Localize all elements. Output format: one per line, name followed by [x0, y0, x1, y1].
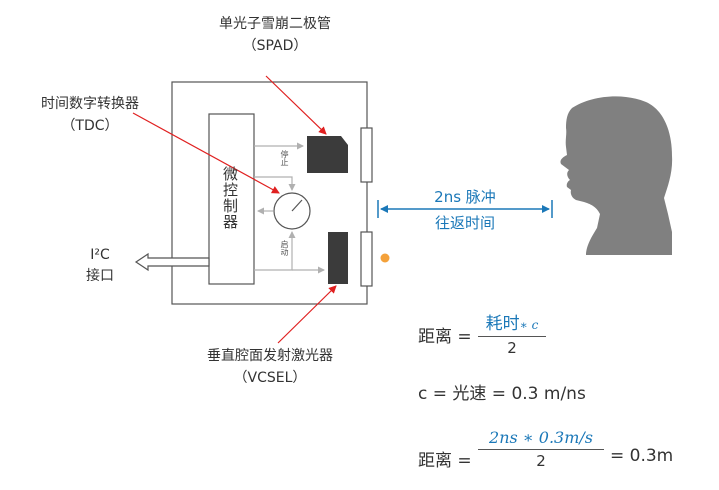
formula3-numerator: 2ns ∗ 0.3m/s — [489, 428, 593, 447]
formula3-lhs: 距离 = — [418, 451, 472, 471]
vcsel-label: 垂直腔面发射激光器 — [207, 348, 333, 364]
spad-component — [307, 136, 348, 173]
formula3-bar — [478, 449, 604, 450]
pulse-label: 2ns 脉冲 — [434, 188, 496, 206]
formula3-rhs: = 0.3m — [610, 446, 674, 466]
microcontroller-block — [208, 113, 255, 285]
stop-signal-label: 停止 — [280, 150, 289, 166]
formula2: c = 光速 = 0.3 m/ns — [418, 384, 586, 404]
formula1-num-var: ∗ c — [519, 318, 539, 332]
formula1-fraction: 耗时∗ c 2 — [478, 309, 546, 357]
person-silhouette — [560, 96, 673, 256]
tdc-timer-needle — [291, 199, 303, 212]
formula1-denominator: 2 — [507, 339, 517, 357]
spad-label: 单光子雪崩二极管 — [219, 16, 331, 32]
signal-lines — [254, 142, 325, 274]
led-indicator — [380, 253, 390, 263]
i2c-label: I²C — [90, 247, 110, 263]
vcsel-abbr-label: （VCSEL） — [233, 370, 307, 386]
emitter-window — [360, 231, 373, 287]
receiver-window — [360, 127, 373, 183]
round-trip-label: 往返时间 — [434, 214, 495, 232]
tdc-pointer-arrow — [132, 112, 280, 194]
formula1-bar — [478, 336, 546, 337]
formula1-num-text: 耗时 — [485, 314, 520, 334]
vcsel-pointer-arrow — [277, 285, 337, 344]
i2c-interface-label: 接口 — [86, 268, 114, 284]
spad-abbr-label: （SPAD） — [242, 38, 308, 54]
spad-pointer-arrow — [265, 75, 327, 135]
formula3-denominator: 2 — [536, 452, 546, 470]
i2c-output-arrow — [134, 252, 210, 272]
formula1-lhs: 距离 = — [418, 327, 472, 347]
tdc-abbr-label: （TDC） — [61, 118, 119, 134]
vcsel-component — [328, 232, 348, 284]
formula3-fraction: 2ns ∗ 0.3m/s 2 — [478, 428, 604, 470]
formula1-numerator: 耗时∗ c — [478, 309, 546, 334]
tdc-label: 时间数字转换器 — [41, 96, 139, 112]
start-signal-label: 启动 — [280, 240, 289, 256]
microcontroller-label: 微控制器 — [221, 166, 239, 230]
